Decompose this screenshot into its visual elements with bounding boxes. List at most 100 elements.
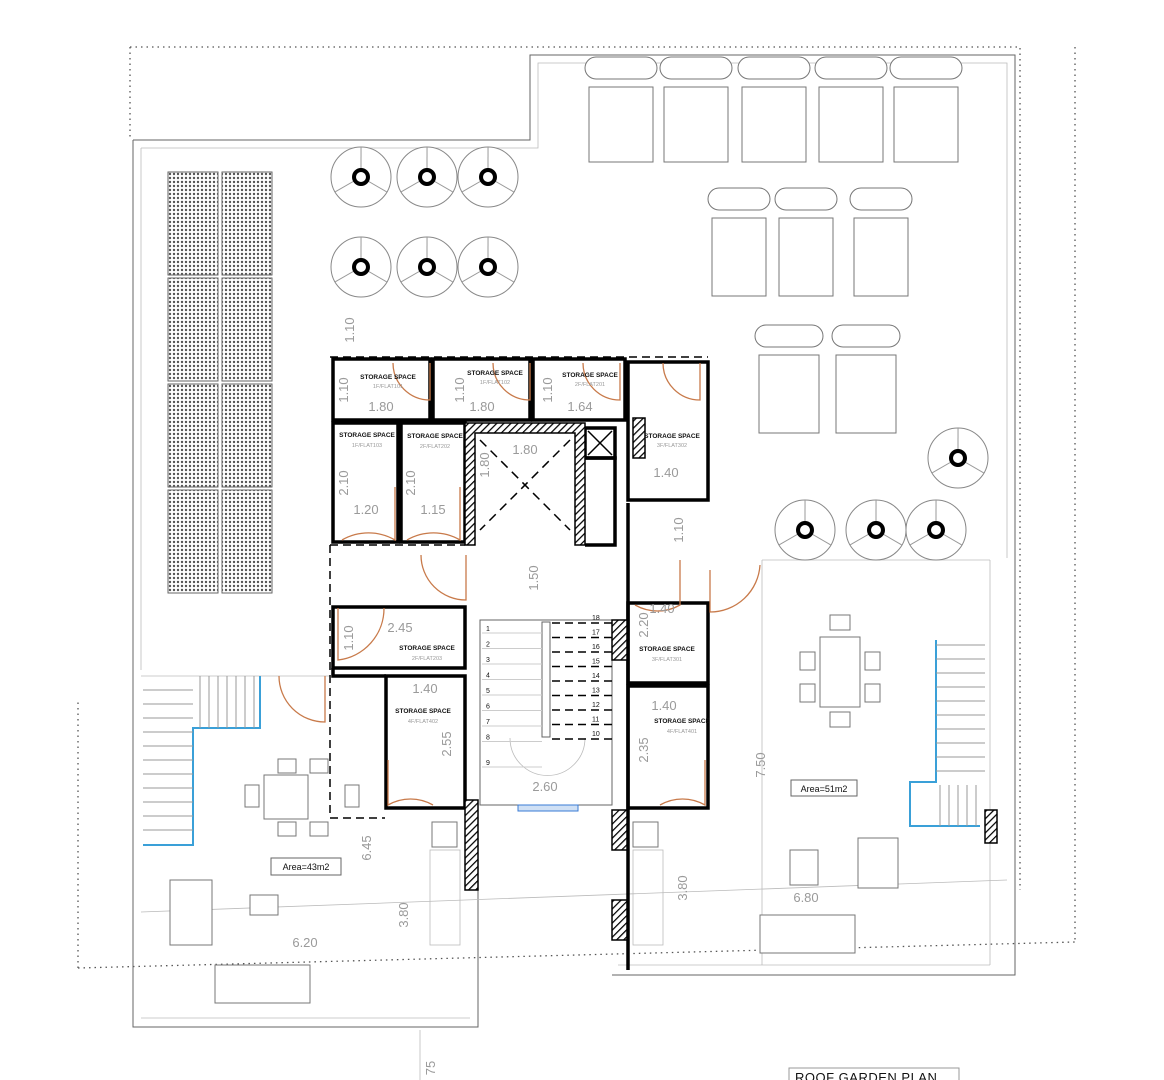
stair-step-number: 2 [486,642,490,649]
storage-unit: 2F/FLAT201 [575,382,605,388]
umbrella-icon [845,499,907,561]
dining-set-left [244,758,360,837]
svg-text:2.45: 2.45 [387,620,412,635]
storage-label: STORAGE SPACE [654,718,710,725]
stair-step-number: 11 [592,717,599,724]
storage-label: STORAGE SPACE [360,374,416,381]
umbrella-icon [330,146,392,208]
plot-boundary [77,46,1076,969]
stair-step-number: 18 [592,615,600,622]
sun-lounger [831,324,901,434]
stair-step-number: 9 [486,760,490,767]
sun-lounger [889,56,963,163]
svg-text:1.50: 1.50 [526,565,541,590]
svg-text:3.80: 3.80 [675,875,690,900]
stair-step-number: 10 [592,731,600,738]
svg-text:2.10: 2.10 [336,470,351,495]
stair-step-number: 7 [486,719,490,726]
svg-text:1.64: 1.64 [567,399,592,414]
roof-access-stairs [143,640,985,846]
storage-unit: 1F/FLAT102 [480,380,510,386]
svg-text:7.50: 7.50 [753,752,768,777]
core-outline [329,356,708,819]
svg-text:75: 75 [423,1061,438,1075]
sun-lounger [754,324,824,434]
svg-text:2.55: 2.55 [439,731,454,756]
sun-lounger [814,56,888,163]
svg-text:ROOF GARDEN PLAN: ROOF GARDEN PLAN [795,1070,937,1080]
drawing-title: ROOF GARDEN PLAN [788,1067,960,1080]
storage-unit: 1F/FLAT101 [373,384,403,390]
svg-text:1.80: 1.80 [512,442,537,457]
svg-text:1.20: 1.20 [353,502,378,517]
umbrella-icon [457,236,519,298]
sun-lounger [774,187,838,297]
svg-text:2.60: 2.60 [532,779,557,794]
stair-step-number: 5 [486,688,490,695]
svg-text:1.15: 1.15 [420,502,445,517]
svg-text:1.80: 1.80 [477,452,492,477]
sun-lounger [584,56,658,163]
svg-text:6.45: 6.45 [359,835,374,860]
svg-text:1.10: 1.10 [671,517,686,542]
stair-step-number: 13 [592,688,600,695]
svg-text:Area=51m2: Area=51m2 [801,784,848,794]
storage-unit: 4F/FLAT401 [667,729,697,735]
storage-unit: 3F/FLAT301 [652,657,682,663]
storage-label: STORAGE SPACE [407,433,463,440]
stair-step-number: 17 [592,630,600,637]
stair-step-number: 12 [592,702,600,709]
area-label-left: Area=43m2 [270,857,342,876]
svg-text:2.20: 2.20 [636,612,651,637]
solar-panel-array [167,171,273,594]
svg-text:1.40: 1.40 [651,698,676,713]
svg-text:1.40: 1.40 [653,465,678,480]
stair-step-number: 14 [592,673,600,680]
svg-text:1.80: 1.80 [469,399,494,414]
stair-step-number: 4 [486,673,490,680]
storage-label: STORAGE SPACE [339,432,395,439]
storage-label: STORAGE SPACE [399,645,455,652]
storage-labels: STORAGE SPACE 1F/FLAT101 STORAGE SPACE 1… [339,370,710,735]
sun-lounger [737,56,811,163]
storage-unit: 4F/FLAT402 [408,719,438,725]
dining-set-right [799,614,881,728]
umbrella-icon [774,499,836,561]
stair-step-number: 16 [592,644,600,651]
elevator-shaft [464,417,646,546]
svg-text:1.10: 1.10 [452,377,467,402]
svg-text:1.10: 1.10 [341,625,356,650]
area-label-right: Area=51m2 [790,779,858,797]
stair-step-number: 15 [592,659,600,666]
svg-text:1.40: 1.40 [412,681,437,696]
umbrellas [330,146,989,561]
storage-unit: 2F/FLAT203 [412,656,442,662]
lounge-furniture [169,821,899,1004]
stair-step-number: 6 [486,704,490,711]
sun-loungers [584,56,963,434]
dimensions: 1.80 1.80 1.64 1.40 1.20 1.15 2.45 1.40 … [292,317,819,1080]
sun-lounger [707,187,771,297]
svg-text:3.80: 3.80 [396,902,411,927]
umbrella-icon [396,146,458,208]
umbrella-icon [927,427,989,489]
storage-label: STORAGE SPACE [562,372,618,379]
svg-text:1.80: 1.80 [368,399,393,414]
umbrella-icon [905,499,967,561]
storage-label: STORAGE SPACE [644,433,700,440]
doors [278,362,761,807]
umbrella-icon [330,236,392,298]
storage-unit: 1F/FLAT103 [352,443,382,449]
umbrella-icon [396,236,458,298]
storage-label: STORAGE SPACE [467,370,523,377]
svg-text:1.40: 1.40 [649,601,674,616]
sun-lounger [659,56,733,163]
stair-step-number: 3 [486,657,490,664]
storage-label: STORAGE SPACE [639,646,695,653]
sun-lounger [849,187,913,297]
storage-label: STORAGE SPACE [395,708,451,715]
svg-text:1.10: 1.10 [336,377,351,402]
svg-text:Area=43m2: Area=43m2 [283,862,330,872]
